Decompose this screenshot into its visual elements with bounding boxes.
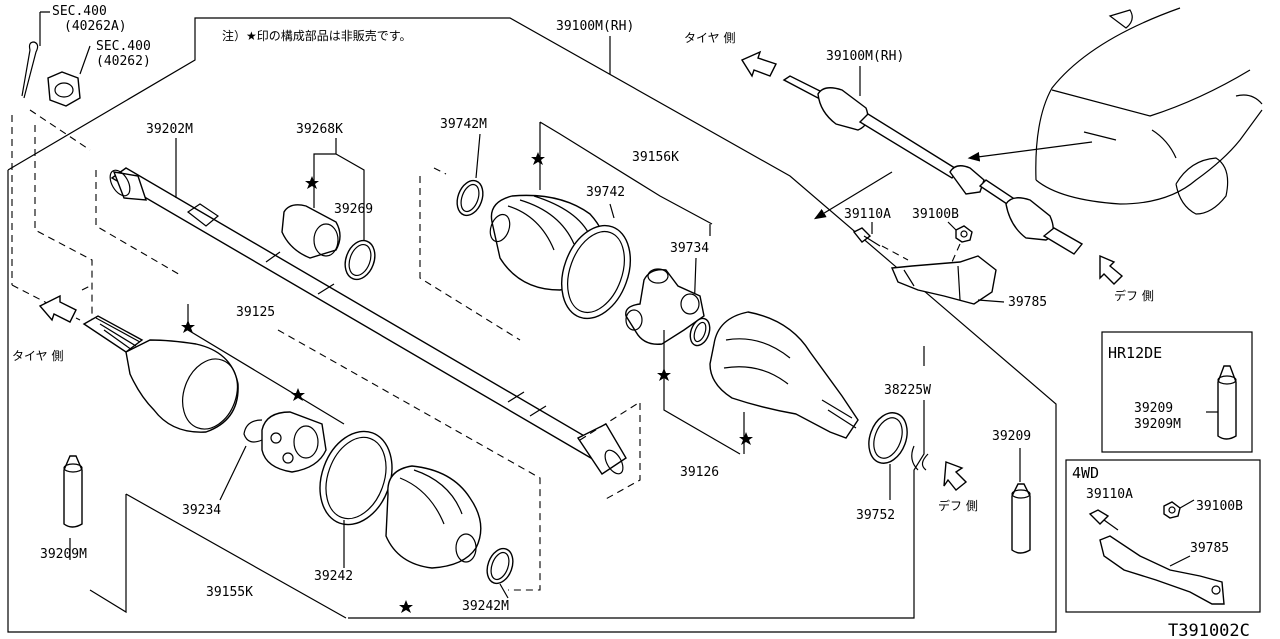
label-39742: 39742 [586, 185, 625, 200]
boot-band-39242m [486, 547, 514, 585]
car-silhouette [1035, 7, 1263, 215]
label-39125: 39125 [236, 305, 275, 320]
label-diff-side-mid: デフ 側 [938, 498, 978, 513]
ring-39234 [243, 419, 263, 443]
grease-tube-39209m [63, 455, 83, 528]
hub-nut [47, 71, 81, 107]
outer-joint-housing [709, 311, 859, 439]
circlip [911, 445, 929, 471]
label-40262: (40262) [96, 54, 151, 69]
label-39155k: 39155K [206, 585, 253, 600]
label-39100m-top: 39100M(RH) [556, 19, 634, 34]
arrow-diff-mid [943, 461, 968, 491]
label-39734: 39734 [670, 241, 709, 256]
label-39268k: 39268K [296, 122, 343, 137]
boot-lower [385, 465, 482, 569]
boot-band-39242 [319, 430, 393, 526]
bolt-39110a [852, 227, 881, 247]
cage-left [261, 411, 327, 473]
arrow-tire-top [740, 50, 777, 78]
label-39752: 39752 [856, 508, 895, 523]
label-sec400-a: SEC.400 [52, 4, 107, 19]
assembly-outline [7, 17, 1057, 633]
label-39242: 39242 [314, 569, 353, 584]
label-39742m: 39742M [440, 117, 487, 132]
label-39242m: 39242M [462, 599, 509, 614]
cotter-pin [21, 41, 39, 99]
awd-nut [1163, 501, 1181, 519]
label-39110a: 39110A [844, 207, 891, 222]
label-39100b: 39100B [912, 207, 959, 222]
label-diff-side-right: デフ 側 [1114, 288, 1154, 303]
boot-band-large [561, 224, 631, 320]
drawing-id: T391002C [1168, 621, 1250, 639]
label-sec400-b: SEC.400 [96, 39, 151, 54]
label-38225w: 38225W [884, 383, 931, 398]
awd-bolt [1088, 509, 1119, 531]
drive-shaft [109, 167, 627, 475]
label-tire-side-left: タイヤ 側 [12, 349, 63, 363]
arrow-tire-left [38, 294, 77, 323]
label-39156k: 39156K [632, 150, 679, 165]
grease-tube-39209 [1011, 483, 1031, 554]
grease-tube-hr12de [1217, 365, 1237, 440]
arrow-diff-right [1099, 254, 1124, 285]
label-39209: 39209 [992, 429, 1031, 444]
awd-label-39785: 39785 [1190, 541, 1229, 556]
label-39202m: 39202M [146, 122, 193, 137]
label-39269: 39269 [334, 202, 373, 217]
awd-bracket [1099, 535, 1225, 605]
hr12de-box [1101, 331, 1253, 453]
label-39234: 39234 [182, 503, 221, 518]
label-39209m: 39209M [40, 547, 87, 562]
bracket-39785 [890, 255, 997, 305]
hr12de-label-39209m: 39209M [1134, 417, 1181, 432]
awd-label-39110a: 39110A [1086, 487, 1133, 502]
label-tire-side-top: タイヤ 側 [684, 31, 735, 45]
note-text: 注）★印の構成部品は非販売です。 [222, 28, 412, 43]
tripod-joint [625, 268, 705, 345]
awd-label-39100b: 39100B [1196, 499, 1243, 514]
hr12de-title: HR12DE [1108, 344, 1162, 362]
hr12de-label-39209: 39209 [1134, 401, 1173, 416]
snap-ring [689, 317, 711, 347]
boot-band-small [456, 179, 484, 217]
label-40262a: (40262A) [64, 19, 127, 34]
label-39785: 39785 [1008, 295, 1047, 310]
star-mark [305, 176, 319, 189]
label-39126: 39126 [680, 465, 719, 480]
outer-joint-left [82, 315, 239, 433]
seal-39752 [868, 412, 908, 464]
dynamic-damper [281, 204, 341, 259]
damper-band [344, 239, 376, 281]
awd-title: 4WD [1072, 464, 1099, 482]
shaft-assembly-overview [782, 75, 1084, 255]
nut-39100b [955, 225, 973, 243]
awd-box [1065, 459, 1261, 613]
label-39100m-right: 39100M(RH) [826, 49, 904, 64]
